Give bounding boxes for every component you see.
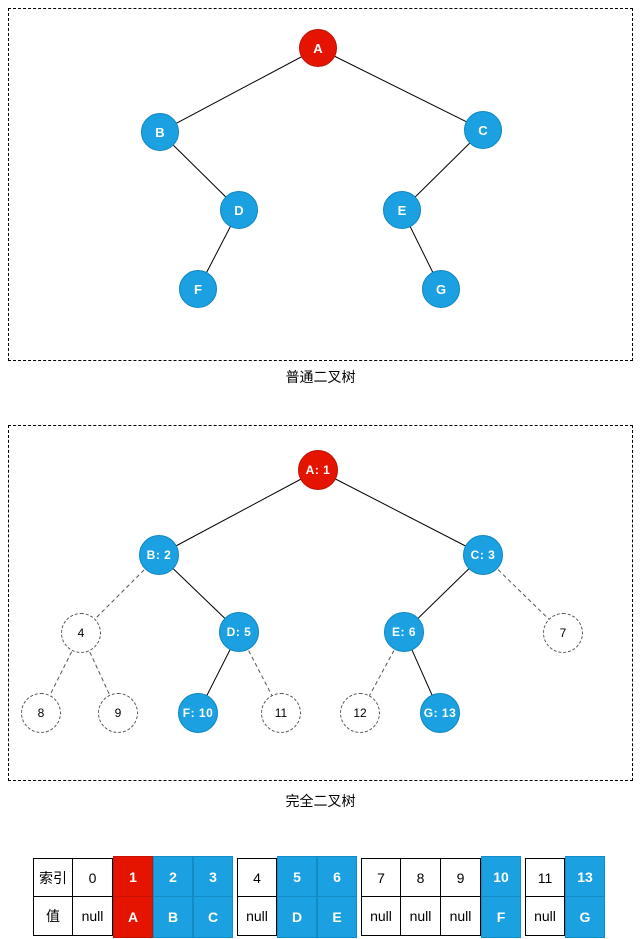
tree-node-b: B <box>141 113 179 151</box>
tree-node-f10: F: 10 <box>178 693 218 733</box>
ordinary-tree-panel: A B C D E F G <box>8 8 633 361</box>
tree-node-e6: E: 6 <box>384 612 424 652</box>
value-cell: E <box>317 897 357 938</box>
index-cell: 5 <box>277 856 317 897</box>
table-column-11: 11 null <box>525 858 565 936</box>
index-cell: 6 <box>317 856 357 897</box>
table-column-9: 9 null <box>441 858 481 936</box>
value-cell: A <box>113 897 153 938</box>
index-cell: 8 <box>401 858 441 897</box>
tree-node-7: 7 <box>543 613 583 653</box>
tree-node-g13: G: 13 <box>420 693 460 733</box>
value-cell: G <box>565 897 605 938</box>
tree-node-a1: A: 1 <box>298 450 338 490</box>
array-table: 索引 值 0 null 1 A 2 B 3 C 4 null 5 D 6 E 7… <box>33 856 605 938</box>
edge-a1-c3 <box>317 469 484 556</box>
table-column-3: 3 C <box>193 856 233 938</box>
table-column-8: 8 null <box>401 858 441 936</box>
tree-node-11: 11 <box>261 693 301 733</box>
tree-node-b2: B: 2 <box>139 535 179 575</box>
index-cell: 4 <box>237 858 277 897</box>
value-cell: null <box>73 897 113 936</box>
index-cell: 9 <box>441 858 481 897</box>
tree-node-c3: C: 3 <box>463 535 503 575</box>
complete-tree-panel: A: 1 B: 2 C: 3 4 D: 5 E: 6 7 8 9 F: 10 1… <box>8 425 633 781</box>
value-cell: B <box>153 897 193 938</box>
table-column-7: 7 null <box>361 858 401 936</box>
tree-node-9: 9 <box>98 693 138 733</box>
index-cell: 7 <box>361 858 401 897</box>
index-cell: 10 <box>481 856 521 897</box>
tree-node-d5: D: 5 <box>219 612 259 652</box>
edge-a-c <box>317 47 484 131</box>
index-cell: 11 <box>525 858 565 897</box>
edge-a1-b2 <box>158 469 319 556</box>
tree-node-e: E <box>383 191 421 229</box>
value-cell: F <box>481 897 521 938</box>
table-column-1: 1 A <box>113 856 153 938</box>
value-cell: null <box>237 897 277 936</box>
value-cell: D <box>277 897 317 938</box>
value-cell: C <box>193 897 233 938</box>
tree-node-4: 4 <box>61 613 101 653</box>
tree-node-g: G <box>422 270 460 308</box>
table-header-column: 索引 值 <box>33 858 73 936</box>
ordinary-tree-caption: 普通二叉树 <box>285 369 356 385</box>
edge-a-b <box>159 47 319 133</box>
index-row-header: 索引 <box>33 858 73 897</box>
tree-node-12: 12 <box>340 693 380 733</box>
index-cell: 1 <box>113 856 153 897</box>
table-column-0: 0 null <box>73 858 113 936</box>
value-cell: null <box>401 897 441 936</box>
tree-node-a: A <box>299 29 337 67</box>
complete-tree-caption: 完全二叉树 <box>285 793 356 809</box>
tree-node-d: D <box>220 191 258 229</box>
index-cell: 3 <box>193 856 233 897</box>
table-column-13: 13 G <box>565 856 605 938</box>
table-column-5: 5 D <box>277 856 317 938</box>
table-column-2: 2 B <box>153 856 193 938</box>
tree-node-8: 8 <box>21 693 61 733</box>
table-column-4: 4 null <box>237 858 277 936</box>
value-cell: null <box>525 897 565 936</box>
tree-node-f: F <box>179 270 217 308</box>
value-cell: null <box>361 897 401 936</box>
index-cell: 2 <box>153 856 193 897</box>
value-row-header: 值 <box>33 897 73 936</box>
index-cell: 0 <box>73 858 113 897</box>
value-cell: null <box>441 897 481 936</box>
table-column-6: 6 E <box>317 856 357 938</box>
tree-node-c: C <box>464 111 502 149</box>
index-cell: 13 <box>565 856 605 897</box>
table-column-10: 10 F <box>481 856 521 938</box>
